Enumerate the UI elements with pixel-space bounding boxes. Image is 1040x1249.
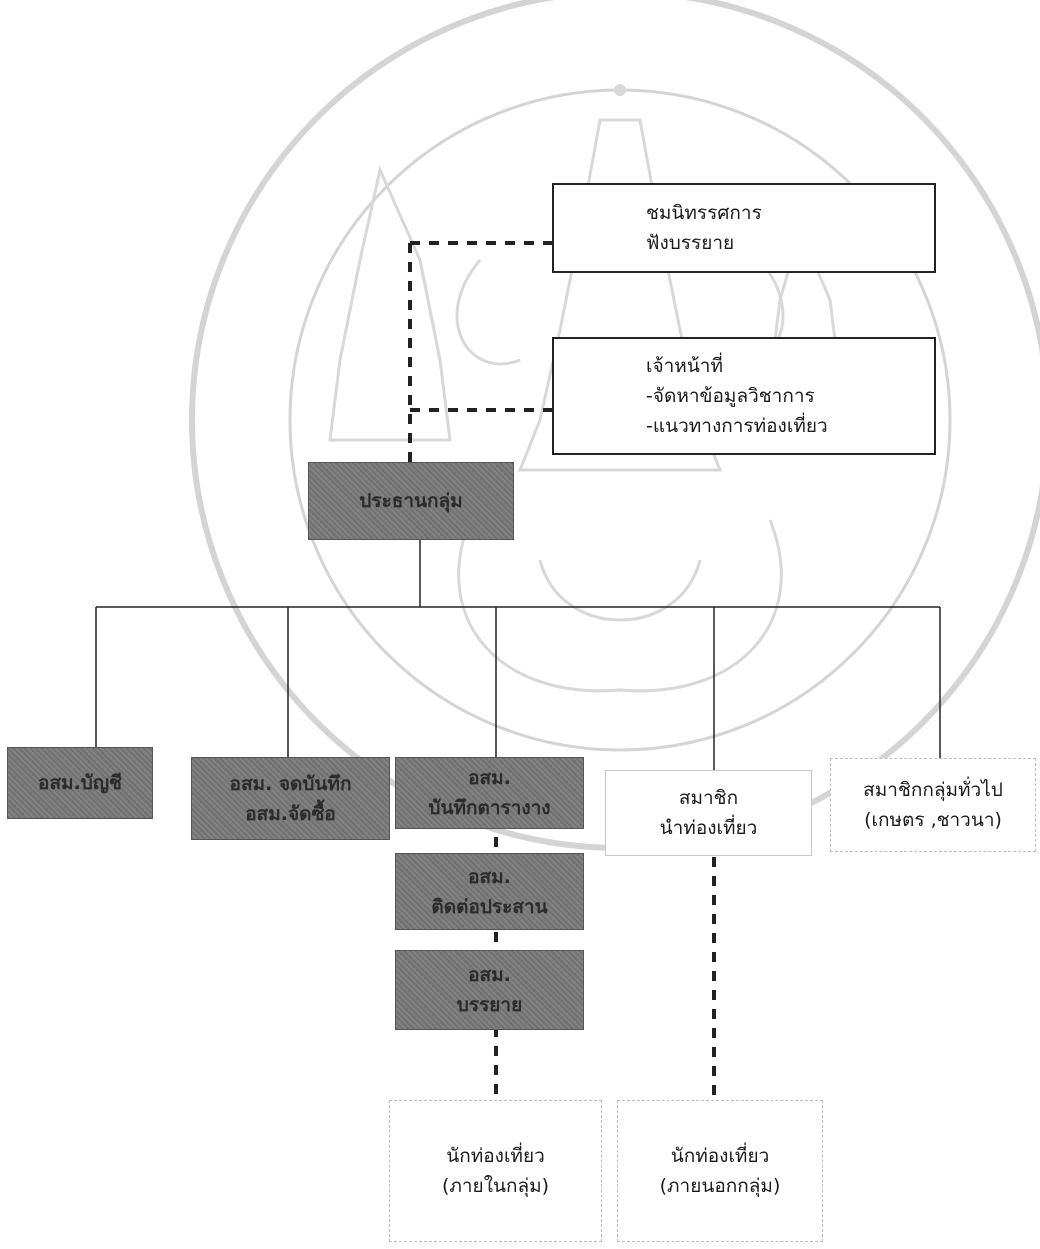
member-schedule-line-2: บันทึกตารางาง bbox=[428, 797, 551, 819]
member-general-box: สมาชิกกลุ่มทั่วไป (เกษตร ,ชาวนา) bbox=[830, 758, 1036, 852]
tourists-inside-box: นักท่องเที่ยว (ภายในกลุ่ม) bbox=[389, 1100, 602, 1242]
member-coordinate-line-1: อสม. bbox=[468, 865, 511, 888]
member-guide-line-2: นำท่องเที่ยว bbox=[659, 817, 758, 839]
officer-line-3: -แนวทางการท่องเที่ยว bbox=[646, 415, 828, 437]
member-guide-box: สมาชิก นำท่องเที่ยว bbox=[605, 770, 812, 856]
member-lecture-box: อสม. บรรยาย bbox=[395, 950, 584, 1030]
member-record-line-1: อสม. จดบันทึก bbox=[229, 772, 352, 795]
member-accounting-label: อสม.บัญชี bbox=[38, 772, 122, 794]
officer-box: เจ้าหน้าที่ -จัดหาข้อมูลวิชาการ -แนวทางก… bbox=[552, 337, 936, 455]
member-lecture-line-1: อสม. bbox=[468, 964, 511, 986]
member-coordinate-box: อสม. ติดต่อประสาน bbox=[395, 853, 584, 930]
member-record-purchase-box: อสม. จดบันทึก อสม.จัดซื้อ bbox=[191, 757, 390, 840]
member-lecture-line-2: บรรยาย bbox=[456, 994, 523, 1016]
tourists-outside-line-2: (ภายนอกกลุ่ม) bbox=[659, 1175, 781, 1197]
member-general-line-1: สมาชิกกลุ่มทั่วไป bbox=[863, 779, 1003, 801]
member-record-line-2: อสม.จัดซื้อ bbox=[245, 802, 336, 825]
member-general-line-2: (เกษตร ,ชาวนา) bbox=[864, 809, 1002, 831]
officer-line-1: เจ้าหน้าที่ bbox=[646, 355, 724, 377]
member-coordinate-line-2: ติดต่อประสาน bbox=[431, 895, 548, 918]
exhibition-line-2: ฟังบรรยาย bbox=[646, 232, 735, 254]
member-guide-line-1: สมาชิก bbox=[678, 787, 739, 809]
member-schedule-box: อสม. บันทึกตารางาง bbox=[395, 757, 584, 829]
member-accounting-box: อสม.บัญชี bbox=[7, 747, 153, 819]
exhibition-line-1: ชมนิทรรศการ bbox=[646, 202, 762, 224]
tourists-inside-line-2: (ภายในกลุ่ม) bbox=[441, 1175, 550, 1197]
chairman-box: ประธานกลุ่ม bbox=[308, 462, 514, 540]
chairman-label: ประธานกลุ่ม bbox=[359, 490, 463, 512]
tourists-inside-line-1: นักท่องเที่ยว bbox=[446, 1145, 545, 1167]
tree-connectors bbox=[95, 540, 941, 770]
exhibition-box: ชมนิทรรศการ ฟังบรรยาย bbox=[552, 183, 936, 273]
tourists-outside-line-1: นักท่องเที่ยว bbox=[670, 1145, 770, 1167]
member-schedule-line-1: อสม. bbox=[468, 767, 511, 789]
officer-line-2: -จัดหาข้อมูลวิชาการ bbox=[646, 385, 815, 407]
tourists-outside-box: นักท่องเที่ยว (ภายนอกกลุ่ม) bbox=[617, 1100, 823, 1242]
